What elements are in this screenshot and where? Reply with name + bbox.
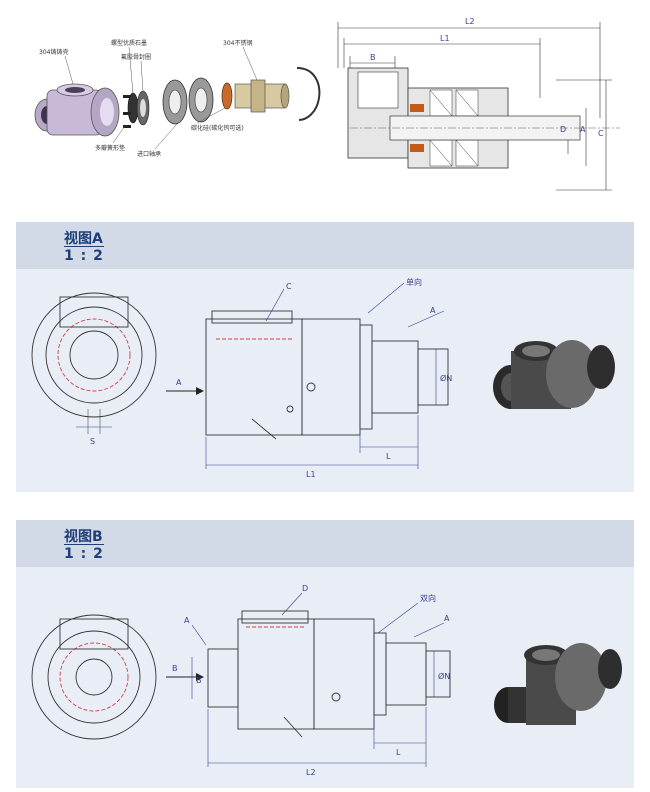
stainless-shaft-part — [234, 79, 290, 113]
view-a-direction-label: 单向 — [406, 277, 422, 287]
view-a-dim-s: S — [90, 437, 95, 446]
insulator-label: 碳化硅(碳化钨可选) — [191, 124, 244, 132]
housing-label: 304铸铸壳 — [39, 48, 68, 56]
view-a-drawing: S A L1 L — [31, 277, 615, 479]
dim-l1: L1 — [440, 34, 450, 43]
view-b-dim-l: L — [396, 748, 401, 757]
view-a-dim-a: A — [430, 306, 436, 315]
view-a-panel: 视图A 1 : 2 S A — [16, 222, 634, 492]
bearing-label: 进口轴承 — [137, 150, 161, 158]
view-a-3d-render — [493, 340, 615, 409]
view-b-header: 视图B 1 : 2 — [16, 520, 634, 567]
graphite-seal-label: 螺型优质石墨 — [111, 39, 147, 47]
view-a-title: 视图A — [64, 231, 103, 247]
retaining-ring-part — [296, 67, 321, 121]
view-b-arrow-label: B — [172, 664, 178, 673]
view-a-dim-c: C — [286, 282, 292, 291]
view-b-panel: 视图B 1 : 2 B — [16, 520, 634, 788]
view-a-side-view — [205, 310, 449, 440]
graphite-seal-part — [127, 90, 150, 126]
view-b-title: 视图B — [64, 529, 103, 545]
oil-seal-label: 氟胶骨封圈 — [121, 53, 151, 61]
view-a-dim-l1: L1 — [306, 470, 316, 479]
housing-part — [34, 83, 120, 137]
dim-d: D — [560, 125, 566, 134]
view-b-drawing: B L2 L ØN — [31, 584, 622, 777]
view-b-dim-b: B — [196, 676, 202, 685]
view-b-side-view — [207, 610, 451, 738]
shaft-label: 304不锈钢 — [223, 39, 252, 47]
exploded-view: 304铸铸壳 螺型优质石墨 氟胶骨封圈 多瓣簧形垫 进口轴承 碳化硅(碳化钨可选… — [34, 39, 321, 158]
dim-c: C — [598, 129, 604, 138]
view-b-direction-label: 双向 — [420, 593, 436, 603]
view-b-dim-n: ØN — [438, 671, 450, 681]
view-b-scale: 1 : 2 — [64, 544, 104, 562]
view-a-scale: 1 : 2 — [64, 246, 104, 264]
silicon-carbide-ring-part — [221, 82, 233, 110]
view-b-end-view — [31, 614, 157, 740]
view-a-dim-n: ØN — [440, 373, 452, 383]
view-a-arrow-label: A — [176, 378, 182, 387]
section-drawing: L2 L1 B D A C — [337, 17, 620, 191]
view-b-dim-a-right: A — [444, 614, 450, 623]
dim-l2: L2 — [465, 17, 475, 26]
view-a-header: 视图A 1 : 2 — [16, 222, 634, 269]
bearing-part — [162, 77, 214, 125]
view-b-dim-d: D — [302, 584, 308, 593]
dim-b: B — [370, 53, 376, 62]
view-b-dim-l2: L2 — [306, 768, 316, 777]
view-b-dim-a-left: A — [184, 616, 190, 625]
view-b-3d-render — [494, 643, 622, 725]
view-a-end-view — [31, 292, 157, 434]
dim-a: A — [580, 125, 586, 134]
bolts-label: 多瓣簧形垫 — [95, 144, 125, 152]
view-a-dim-l: L — [386, 452, 391, 461]
bolts-part — [123, 95, 131, 128]
